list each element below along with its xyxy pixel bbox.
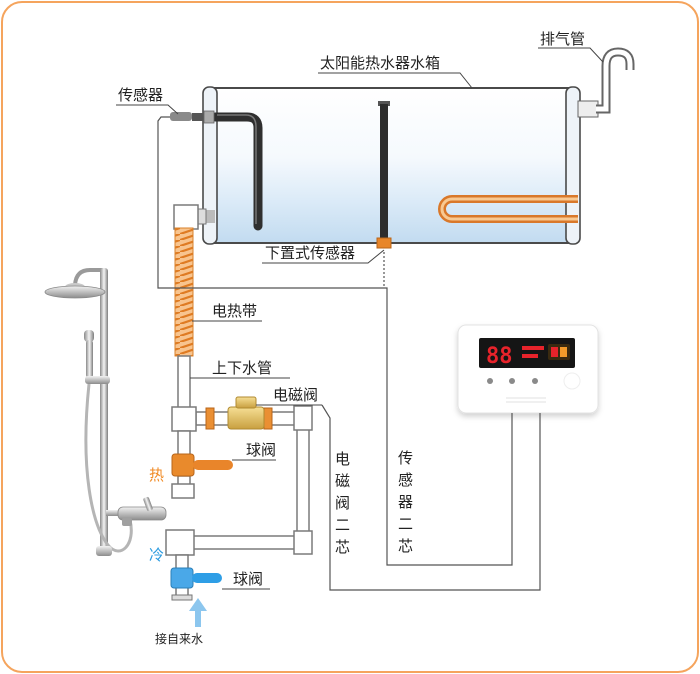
label-tank: 太阳能热水器水箱 (320, 54, 440, 72)
label-tap-water: 接自来水 (155, 631, 203, 646)
sensor-bulb (170, 112, 192, 121)
vent-pipe-body (596, 49, 633, 112)
hot-valve-body (171, 453, 195, 477)
vent-fitting (577, 100, 599, 118)
mixer-connector (106, 510, 120, 516)
hand-shower-head (84, 330, 94, 342)
tank-left-cap (202, 86, 218, 245)
sensor-port (203, 110, 215, 124)
shower-slider (85, 376, 110, 384)
leader-vent-pipe (538, 47, 604, 63)
leader-bottom-sensor (262, 249, 385, 264)
sensor-wire (157, 116, 513, 566)
mixer-lever (143, 496, 153, 512)
solenoid-left-nut (205, 407, 215, 430)
label-solenoid-valve: 电磁阀 (273, 386, 318, 404)
pipe-system (165, 204, 313, 601)
solenoid-valve (205, 396, 273, 430)
cold-supply-nut (171, 594, 193, 601)
hot-drop-pipe (177, 430, 191, 456)
label-water-pipe: 上下水管 (212, 359, 272, 377)
heating-tape (174, 227, 194, 357)
tank-heater-highlight (440, 197, 578, 221)
top-sensor (170, 110, 215, 124)
inlet-arrow-icon (189, 598, 207, 627)
shower-base (96, 546, 112, 556)
bottom-sensor (376, 237, 392, 249)
controller-grille (506, 397, 546, 403)
label-cold: 冷 (149, 546, 164, 564)
center-rod-cap (378, 101, 390, 106)
display-indicator-bar (522, 354, 538, 358)
mixer-valve (117, 506, 167, 521)
water-tank (202, 86, 581, 249)
solenoid-coil (235, 396, 257, 409)
button-icon (509, 378, 515, 384)
upper-right-elbow (293, 405, 313, 431)
solenoid-right-nut (263, 407, 273, 430)
display-indicator-bar (522, 346, 544, 350)
display-status-segment (560, 347, 567, 357)
shower-hose (84, 383, 133, 553)
center-rod (380, 104, 388, 240)
label-sensor: 传感器 (118, 86, 163, 104)
solenoid-body (227, 406, 265, 430)
controller: 88 (457, 324, 599, 414)
vent-pipe (577, 47, 635, 118)
cold-ball-valve (170, 567, 222, 589)
hot-ball-valve (171, 453, 233, 477)
cold-tee (165, 529, 195, 556)
shower-arm (73, 268, 104, 286)
sensor-nozzle (192, 113, 205, 121)
leader-sensor (116, 104, 179, 115)
hot-outlet-fitting (171, 483, 195, 499)
display-digits: 88 (486, 344, 513, 369)
shower-head-icon (44, 285, 106, 299)
shower-column (100, 268, 108, 552)
tank-probe-highlight (217, 114, 257, 224)
button-icon (487, 378, 493, 384)
button-icon (532, 378, 538, 384)
cold-valve-handle (192, 573, 222, 583)
right-bypass-pipe (296, 427, 310, 537)
tank-right-cap (565, 86, 581, 245)
cold-inlet-pipe (175, 554, 189, 570)
shower-set (44, 268, 167, 556)
label-bottom-sensor: 下置式传感器 (265, 244, 355, 262)
upper-tee (171, 406, 197, 432)
mixer-outlet (122, 518, 132, 526)
riser-pipe (177, 355, 191, 409)
label-vent-pipe: 排气管 (540, 30, 585, 48)
label-ball-valve-cold: 球阀 (233, 570, 263, 588)
label-hot: 热 (149, 466, 164, 484)
hand-shower (86, 340, 93, 378)
label-heating-tape: 电热带 (212, 302, 257, 320)
display-status-segment (551, 347, 558, 357)
hot-valve-handle (193, 460, 233, 470)
cold-valve-body (170, 567, 194, 589)
solenoid-wire (321, 404, 541, 591)
label-sensor-wire: 传感器二芯 (396, 450, 414, 560)
top-elbow (173, 204, 199, 230)
leader-tank (318, 72, 473, 89)
lower-bypass-pipe (191, 535, 297, 550)
label-ball-valve-hot: 球阀 (246, 441, 276, 459)
lower-right-elbow (293, 530, 313, 555)
label-solenoid-wire: 电磁阀二芯 (333, 451, 351, 561)
decorative-circle (563, 372, 581, 390)
